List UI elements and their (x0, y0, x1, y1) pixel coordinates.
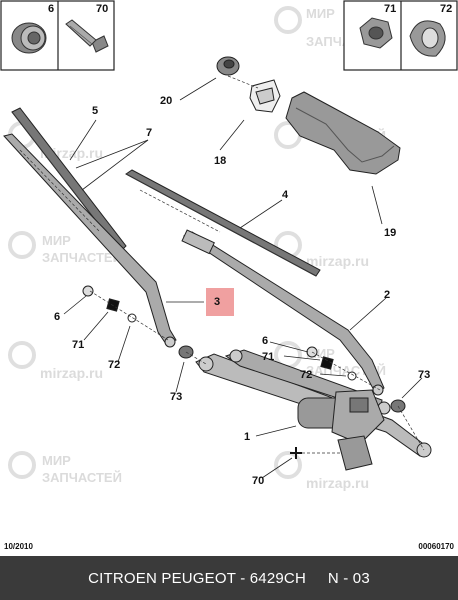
watermark-logo: МИР ЗАПЧАСТЕЙ (8, 451, 122, 485)
wiper-blade-left (11, 107, 127, 253)
footer-date: 10/2010 (4, 542, 33, 551)
watermark-brand-sub: ЗАПЧАСТЕЙ (42, 250, 122, 265)
watermark-logo: mirzap.ru (274, 231, 369, 269)
callout-4: 4 (282, 189, 289, 201)
watermark-brand-sub: ЗАПЧАСТЕЙ (42, 470, 122, 485)
callout-70: 70 (252, 475, 264, 487)
footer-reference: 00060170 (418, 542, 454, 551)
part-20-nut (216, 56, 240, 76)
part-71-left (106, 298, 120, 312)
inset-label-72: 72 (440, 3, 452, 15)
callout-5: 5 (92, 105, 98, 117)
watermark-logo: mirzap.ru (274, 451, 369, 491)
watermark-site: mirzap.ru (306, 253, 369, 269)
part-19-cover (285, 91, 401, 175)
part-18-bracket (249, 79, 281, 113)
watermark-logo: МИР ЗАПЧАСТЕЙ (8, 231, 122, 265)
watermark-brand: МИР (42, 233, 71, 248)
callout-73-left: 73 (170, 391, 182, 403)
callout-20: 20 (160, 95, 172, 107)
wiper-arm-left (3, 133, 177, 348)
inset-label-70: 70 (96, 3, 108, 15)
assembly-lines (19, 75, 425, 454)
part-72-cap-icon (409, 20, 446, 57)
watermark-brand: МИР (306, 6, 335, 21)
watermark-site: mirzap.ru (40, 365, 103, 381)
part-6-left (82, 285, 94, 297)
inset-box-right: 71 72 (343, 0, 458, 71)
highlight-callout-3 (206, 288, 234, 316)
part-70-marker (290, 447, 302, 459)
callout-3: 3 (214, 296, 220, 308)
wiper-motor (297, 389, 385, 471)
callout-6-left: 6 (54, 311, 60, 323)
watermark-site: mirzap.ru (306, 475, 369, 491)
part-6-bushing-icon (11, 22, 47, 54)
wiper-blade-right (125, 169, 321, 277)
inset-label-71: 71 (384, 3, 396, 15)
callout-18: 18 (214, 155, 226, 167)
watermark-brand: МИР (42, 453, 71, 468)
part-71-right (320, 356, 334, 370)
callout-2: 2 (384, 289, 390, 301)
callout-19: 19 (384, 227, 396, 239)
callout-6-right: 6 (262, 335, 268, 347)
callout-71-right: 71 (262, 351, 274, 363)
callout-71-left: 71 (72, 339, 84, 351)
watermark-logo: mirzap.ru (8, 341, 103, 381)
caption-bar: CITROEN PEUGEOT - 6429CH N - 03 (0, 556, 458, 600)
callout-1: 1 (244, 431, 250, 443)
callout-72-left: 72 (108, 359, 120, 371)
part-71-nut-icon (359, 17, 393, 49)
leader-lines (63, 77, 423, 479)
part-72-right (347, 371, 357, 381)
callout-73-right: 73 (418, 369, 430, 381)
inset-label-6: 6 (48, 3, 54, 15)
callout-7: 7 (146, 127, 152, 139)
callout-72-right: 72 (300, 369, 312, 381)
callouts: 5 7 20 18 19 4 3 2 6 71 72 73 6 71 72 73… (54, 95, 430, 487)
caption-text: CITROEN PEUGEOT - 6429CH N - 03 (88, 569, 370, 587)
wiper-arm-right (181, 229, 385, 396)
part-70-bolt-icon (65, 19, 109, 53)
part-72-left (127, 313, 137, 323)
inset-box-left: 6 70 (0, 0, 115, 71)
